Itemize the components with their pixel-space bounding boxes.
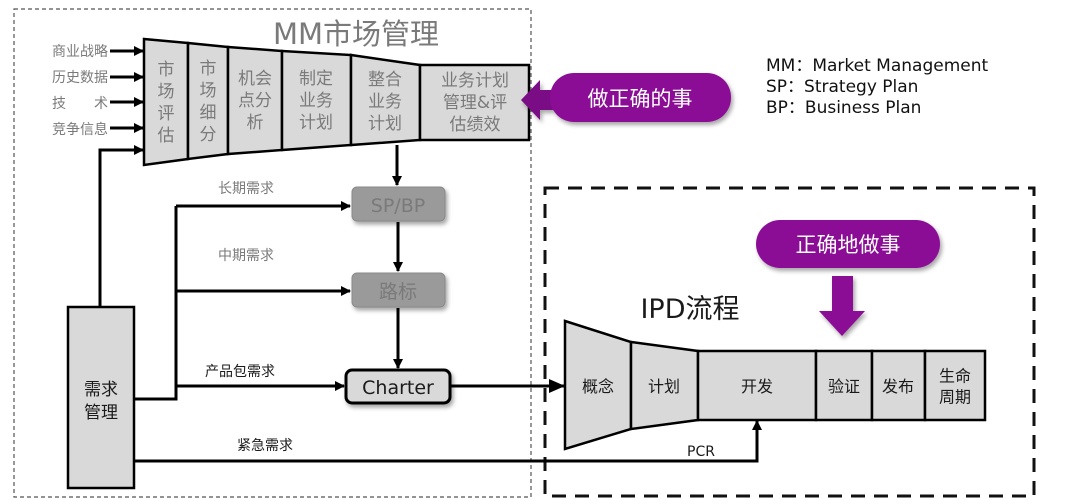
callout-pill [550, 73, 731, 122]
pcr-label: PCR [687, 444, 715, 460]
down-arrow-icon [819, 276, 865, 336]
mm-stage-label-line: 计划 [368, 114, 402, 134]
input-label: 竞争信息 [52, 121, 108, 138]
ipd-stage-label-line: 生命 [939, 366, 971, 385]
ipd-section-title: IPD流程 [640, 294, 739, 325]
ipd-stage-label-line: 开发 [741, 377, 773, 396]
mm-stage-label-line: 整合 [368, 70, 402, 90]
roadmap-label: 路标 [379, 281, 417, 303]
sp-bp-node[interactable] [351, 186, 446, 222]
ipd-stage[interactable] [923, 349, 987, 422]
legend-item: SP：Strategy Plan [766, 77, 919, 97]
mm-stage-label-line: 点分 [238, 91, 272, 111]
mm-inputs: 商业战略 历史数据 技 术 竞争信息 [52, 44, 144, 138]
callout-text: 正确地做事 [796, 233, 901, 257]
mm-stage-label-line: 管理&评 [443, 93, 507, 113]
ipd-stage-label-line: 验证 [828, 377, 860, 396]
mm-stage-label-line: 业务 [299, 91, 333, 111]
urgent-label: 紧急需求 [237, 438, 293, 454]
callout-text: 做正确的事 [588, 87, 693, 111]
ipd-stage-label-line: 发布 [882, 377, 914, 396]
ipd-stage[interactable] [814, 349, 874, 422]
mm-stage-label-line: 分 [200, 125, 217, 145]
callout-pill [756, 220, 940, 268]
mm-stage-label-line: 估绩效 [450, 115, 501, 135]
ipd-section-boundary [543, 186, 1036, 498]
urgent-pcr-arrow [134, 420, 762, 463]
mm-stage-label-line: 估 [158, 126, 175, 146]
mid-term-label: 中期需求 [218, 248, 274, 264]
mm-funnel [142, 37, 531, 167]
mm-stage-label-line: 机会 [238, 69, 272, 89]
requirements-label-line: 管理 [84, 403, 118, 423]
roadmap-node[interactable] [351, 272, 446, 308]
input-label: 商业战略 [52, 44, 108, 60]
mm-stage-label-line: 制定 [299, 69, 333, 89]
requirements-label-line: 需求 [84, 380, 118, 400]
mm-stage-label-line: 市 [200, 59, 217, 79]
package-label: 产品包需求 [205, 364, 275, 380]
mm-section-boundary [13, 8, 532, 498]
mm-stage-label-line: 场 [200, 81, 217, 101]
do-things-right-callout [756, 220, 940, 336]
mm-stage[interactable] [418, 63, 531, 142]
legend-item: MM：Market Management [766, 56, 989, 76]
mm-stage-label-line: 细 [200, 103, 217, 123]
mm-section-title: MM市场管理 [273, 17, 439, 51]
mm-stage-label-line: 业务 [368, 92, 402, 112]
do-right-things-callout [521, 73, 731, 122]
requirements-branch [134, 206, 178, 401]
requirements-management-box[interactable] [66, 305, 136, 490]
mm-stage-label-line: 计划 [299, 113, 333, 133]
ipd-funnel [563, 319, 987, 451]
ipd-stage-label-line: 计划 [648, 377, 680, 396]
long-term-label: 长期需求 [218, 181, 274, 197]
mm-stage-label-line: 析 [247, 113, 264, 133]
charter-label: Charter [362, 377, 434, 399]
mm-stage-label-line: 评 [158, 104, 175, 124]
mm-stage-label-line: 市 [158, 60, 175, 80]
sp-bp-label: SP/BP [371, 195, 425, 217]
ipd-stage-label-line: 概念 [582, 377, 614, 396]
abbreviation-legend: MM：Market Management SP：Strategy Plan BP… [766, 56, 988, 119]
input-label: 历史数据 [52, 70, 108, 86]
ipd-stage[interactable] [696, 349, 818, 422]
ipd-stage-label-line: 周期 [939, 387, 971, 406]
mm-stage-label-line: 业务计划 [441, 71, 509, 91]
feedback-arrow [98, 145, 144, 307]
legend-item: BP：Business Plan [766, 98, 922, 118]
input-label: 技 术 [52, 96, 108, 112]
mm-stage-label-line: 场 [158, 82, 175, 102]
